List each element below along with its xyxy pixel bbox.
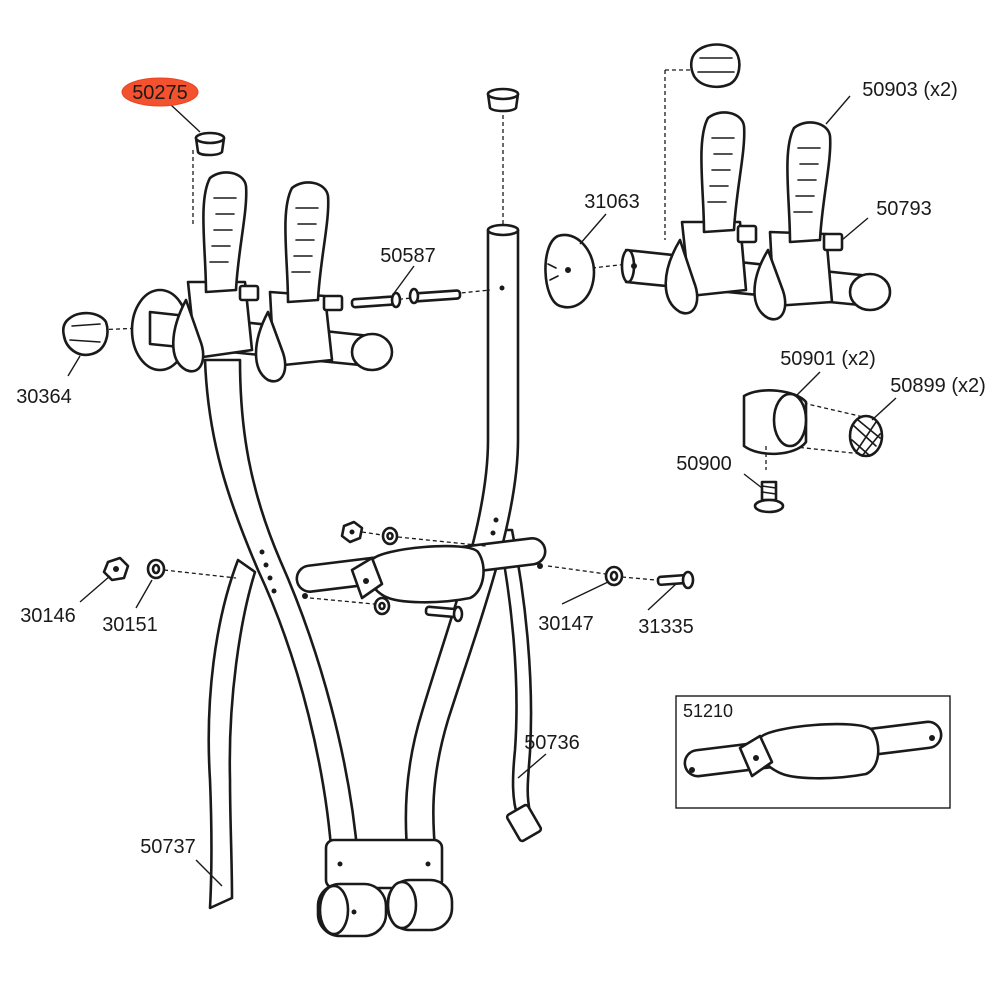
label-30147: 30147 [538,613,594,635]
pad-50899 [848,414,884,458]
strap-buckle-50736 [505,803,543,843]
bolt-lower-crossbar [309,596,464,623]
label-50900: 50900 [676,453,732,475]
label-50793: 50793 [876,198,932,220]
end-cap-left-bar [350,332,394,372]
strap-50737 [207,558,257,910]
ratchet-arm-left-2 [284,181,330,304]
sleeve-50901 [742,389,869,470]
screw-50900 [753,480,785,514]
release-tab-50793 [736,224,758,244]
cap-right-tube [486,87,520,225]
strap-50736 [496,528,533,820]
main-frame [203,223,547,938]
labels: 50275 30364 50587 31063 50903 (x2) 50793… [16,77,986,858]
label-31063: 31063 [584,191,640,213]
leader-lines [67,95,897,887]
label-50903: 50903 (x2) [862,79,958,101]
label-50899: 50899 (x2) [890,375,986,397]
ratchet-arm-right-1 [700,111,746,234]
nut-30146 [102,556,130,582]
foot-right [386,878,454,932]
right-tube-end [486,223,520,237]
label-50736: 50736 [524,732,580,754]
knob-30364 [61,311,109,357]
ratchet-arm-right-2 [786,121,832,244]
label-31335: 31335 [638,616,694,638]
bolt-31335 [656,570,695,590]
label-50737: 50737 [140,836,196,858]
label-30364: 30364 [16,386,72,408]
label-51210: 51210 [683,701,733,721]
washer-30147 [547,565,657,587]
end-cap-right-bar [848,272,892,312]
crossbar-clamp [367,544,485,604]
bottom-plate [324,838,444,890]
knob-top-right [689,43,741,89]
foot-left [316,882,388,938]
washer-30151 [146,558,166,580]
label-50901: 50901 (x2) [780,348,876,370]
label-50275: 50275 [132,82,188,104]
label-30151: 30151 [102,614,158,636]
label-50587: 50587 [380,245,436,267]
highlight-50275 [121,77,199,107]
cap-50275 [194,131,226,157]
left-holder-assembly [94,150,394,383]
nut-top-crossbar [340,520,487,547]
right-holder-assembly [544,69,892,321]
ratchet-arm-left-1 [202,171,248,294]
bolt-50587 [350,287,491,309]
label-30146: 30146 [20,605,76,627]
inset-51210 [675,695,951,809]
